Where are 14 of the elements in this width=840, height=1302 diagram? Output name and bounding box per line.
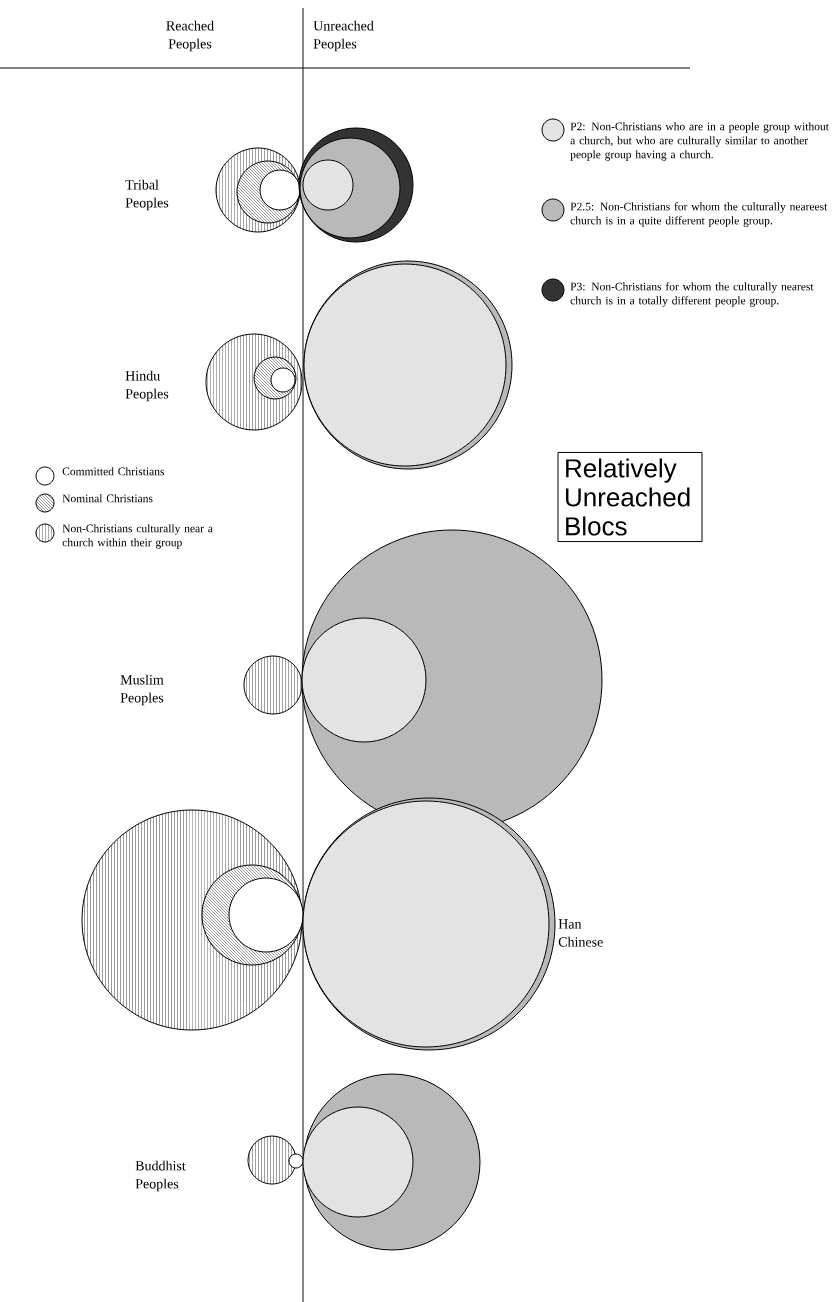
legend-text: P2: Non-Christians who are in a people group without a church, but who are culturally similar to another people group having a church.	[570, 122, 829, 161]
legend-text: Committed Christians	[62, 467, 164, 476]
group-label: Muslim Peoples	[120, 674, 164, 706]
group-label: Reached Peoples	[166, 20, 214, 52]
group-label: Han Chinese	[558, 919, 603, 947]
title-box: Relatively Unreached Blocs	[557, 451, 703, 543]
group-label: Buddhist Peoples	[135, 1160, 186, 1192]
legend-text: P3: Non-Christians for whom the culturally nearest church is in a totally different people group.	[570, 282, 814, 307]
group-label: Hindu Peoples	[125, 370, 169, 402]
group-label: Tribal Peoples	[125, 179, 169, 211]
legend-text: Non-Christians culturally near a church within their group	[62, 524, 213, 549]
legend-text: P2.5: Non-Christians for whom the culturally neareest church is in a quite different people group.	[570, 202, 828, 227]
group-label: Unreached Peoples	[313, 20, 374, 52]
legend-text: Nominal Christians	[62, 494, 153, 503]
